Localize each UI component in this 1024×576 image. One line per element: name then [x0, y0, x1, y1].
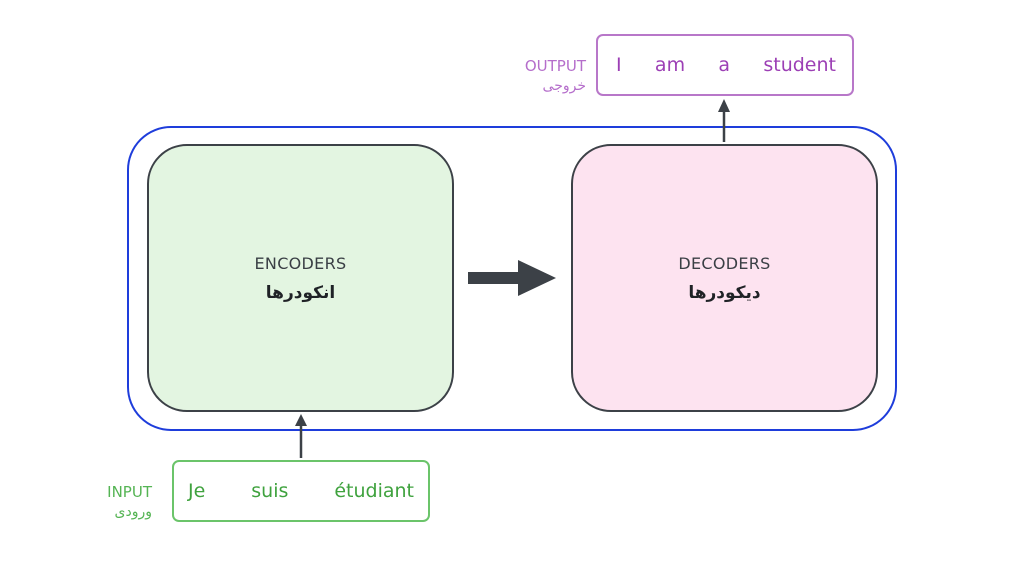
encoders-subtitle: انکودرها — [265, 282, 336, 303]
encoders-block: ENCODERS انکودرها — [147, 144, 454, 412]
transformer-container — [127, 126, 897, 431]
input-label-en: INPUT — [107, 483, 152, 501]
output-token: a — [718, 54, 731, 76]
input-sentence-box: Je suis étudiant — [172, 460, 430, 522]
input-label-fa: ورودی — [114, 504, 152, 520]
decoders-title: DECODERS — [678, 253, 771, 273]
input-label: INPUT ورودی — [60, 482, 152, 522]
input-token: étudiant — [334, 480, 414, 502]
encoders-title: ENCODERS — [254, 253, 347, 273]
output-sentence-box: I am a student — [596, 34, 854, 96]
output-token: student — [763, 54, 836, 76]
output-label: OUTPUT خروجی — [490, 56, 586, 96]
encoder-to-decoder-arrow — [468, 260, 556, 296]
decoder-to-output-arrow — [718, 99, 730, 142]
output-label-fa: خروجی — [542, 78, 586, 94]
output-token: am — [654, 54, 686, 76]
decoders-block: DECODERS دیکودرها — [571, 144, 878, 412]
output-token: I — [616, 54, 622, 76]
input-token: Je — [188, 480, 206, 502]
output-label-en: OUTPUT — [524, 57, 586, 75]
input-token: suis — [251, 480, 289, 502]
decoders-subtitle: دیکودرها — [688, 282, 761, 303]
input-to-encoder-arrow — [295, 414, 307, 458]
